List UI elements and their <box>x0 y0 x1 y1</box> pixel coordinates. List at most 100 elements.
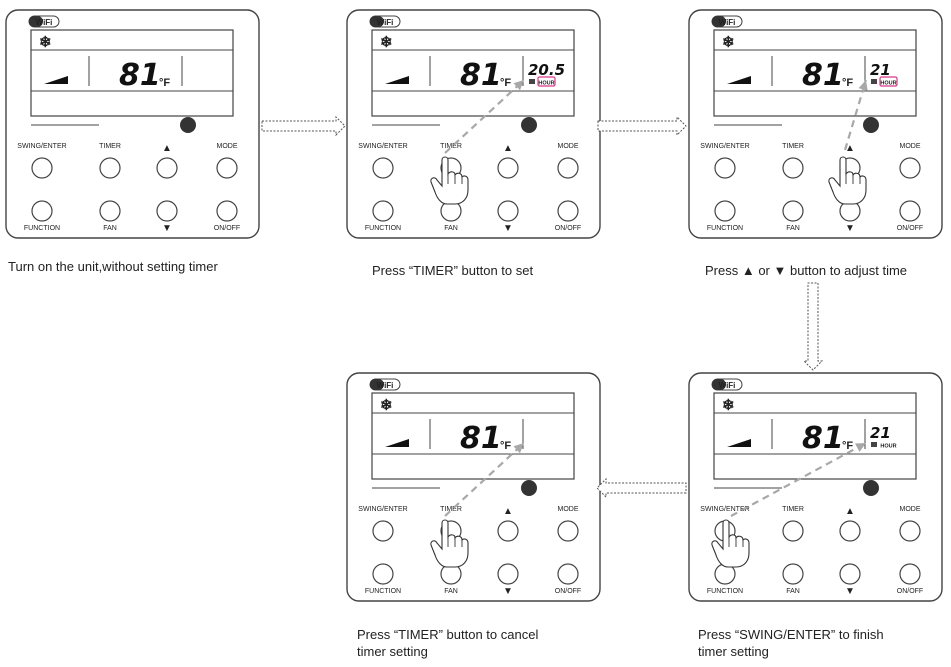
swing-enter-button[interactable] <box>372 157 394 179</box>
mode-button[interactable] <box>557 520 579 542</box>
function-button[interactable] <box>372 563 394 585</box>
temperature-value: 81 <box>119 58 161 93</box>
pointer-arrow <box>444 442 525 517</box>
down-button[interactable] <box>497 563 519 585</box>
pointer-arrowhead <box>513 80 524 91</box>
on-off-button[interactable] <box>899 563 921 585</box>
fan-speed-icon <box>44 76 68 84</box>
pointing-hand-icon <box>828 156 867 205</box>
on-off-button[interactable] <box>557 563 579 585</box>
timer-value: 21 <box>870 424 891 442</box>
down-arrow-icon: ▼ <box>503 223 513 234</box>
joystick-knob <box>863 480 879 496</box>
fan-speed-icon <box>727 76 751 84</box>
flow-arrow-3-to-4 <box>802 282 824 371</box>
hour-label: HOUR <box>880 81 896 87</box>
fan-button[interactable] <box>782 200 804 222</box>
hour-label: HOUR <box>880 444 896 450</box>
timer-icon <box>529 79 535 84</box>
caption-line: timer setting <box>357 644 428 659</box>
down-button[interactable] <box>497 200 519 222</box>
fan-button[interactable] <box>99 200 121 222</box>
caption-line: Press “SWING/ENTER” to finish <box>698 627 884 642</box>
timer-icon <box>871 442 877 447</box>
timer-label: TIMER <box>782 143 804 150</box>
fan-label: FAN <box>786 588 800 595</box>
caption-line: Turn on the unit,without setting timer <box>8 259 218 274</box>
function-button[interactable] <box>31 200 53 222</box>
pointing-hand-icon <box>430 156 469 205</box>
fan-button[interactable] <box>782 563 804 585</box>
swing-enter-button[interactable] <box>372 520 394 542</box>
caption-p3: Press ▲ or ▼ button to adjust time <box>705 262 907 279</box>
function-button[interactable] <box>372 200 394 222</box>
snowflake-icon: ❄ <box>380 397 393 414</box>
mode-label: MODE <box>900 506 921 513</box>
up-button[interactable] <box>497 520 519 542</box>
timer-label: TIMER <box>440 506 462 513</box>
fan-speed-icon <box>727 439 751 447</box>
temperature-value: 81 <box>460 421 502 456</box>
on-off-button[interactable] <box>899 200 921 222</box>
mode-label: MODE <box>558 143 579 150</box>
up-button[interactable] <box>497 157 519 179</box>
flow-arrow-shape <box>802 282 824 371</box>
caption-line: Press ▲ or ▼ button to adjust time <box>705 263 908 278</box>
up-arrow-icon: ▲ <box>845 143 855 154</box>
on-off-button[interactable] <box>557 200 579 222</box>
hand-shape <box>711 519 750 568</box>
hand-shape <box>828 156 867 205</box>
function-label: FUNCTION <box>24 225 60 232</box>
temperature-value: 81 <box>460 58 502 93</box>
function-button[interactable] <box>714 200 736 222</box>
joystick-knob <box>521 480 537 496</box>
wifi-badge-fill <box>370 16 384 27</box>
on-off-button[interactable] <box>216 200 238 222</box>
caption-line: timer setting <box>698 644 769 659</box>
swing-enter-button[interactable] <box>31 157 53 179</box>
hour-highlight-box <box>537 76 556 87</box>
down-button[interactable] <box>156 200 178 222</box>
up-button[interactable] <box>839 520 861 542</box>
mode-button[interactable] <box>899 157 921 179</box>
function-label: FUNCTION <box>707 588 743 595</box>
fan-label: FAN <box>103 225 117 232</box>
timer-label: TIMER <box>782 506 804 513</box>
swing-enter-label: SWING/ENTER <box>700 506 749 513</box>
pointer-arrowhead <box>855 443 866 452</box>
down-button[interactable] <box>839 563 861 585</box>
down-arrow-icon: ▼ <box>503 586 513 597</box>
snowflake-icon: ❄ <box>722 34 735 51</box>
swing-enter-button[interactable] <box>714 157 736 179</box>
mode-label: MODE <box>558 506 579 513</box>
swing-enter-label: SWING/ENTER <box>358 143 407 150</box>
wifi-icon: WiFi <box>377 18 394 27</box>
pointer-arrow <box>730 442 867 517</box>
caption-p1: Turn on the unit,without setting timer <box>8 258 218 275</box>
joystick-knob <box>863 117 879 133</box>
caption-line: Press “TIMER” button to cancel <box>357 627 539 642</box>
swing-enter-label: SWING/ENTER <box>358 506 407 513</box>
wifi-icon: WiFi <box>36 18 53 27</box>
lcd-screen <box>30 29 234 117</box>
timer-button[interactable] <box>782 157 804 179</box>
flow-arrow-1-to-2 <box>261 115 346 137</box>
timer-icon <box>871 79 877 84</box>
caption-p4: Press “SWING/ENTER” to finish timer sett… <box>698 626 884 660</box>
mode-button[interactable] <box>557 157 579 179</box>
function-label: FUNCTION <box>707 225 743 232</box>
caption-p2: Press “TIMER” button to set <box>372 262 533 279</box>
timer-button[interactable] <box>782 520 804 542</box>
timer-button[interactable] <box>99 157 121 179</box>
hour-highlight-box <box>879 76 898 87</box>
swing-enter-label: SWING/ENTER <box>17 143 66 150</box>
up-button[interactable] <box>156 157 178 179</box>
mode-button[interactable] <box>899 520 921 542</box>
lcd-screen <box>713 392 917 480</box>
mode-button[interactable] <box>216 157 238 179</box>
fan-speed-icon <box>385 76 409 84</box>
